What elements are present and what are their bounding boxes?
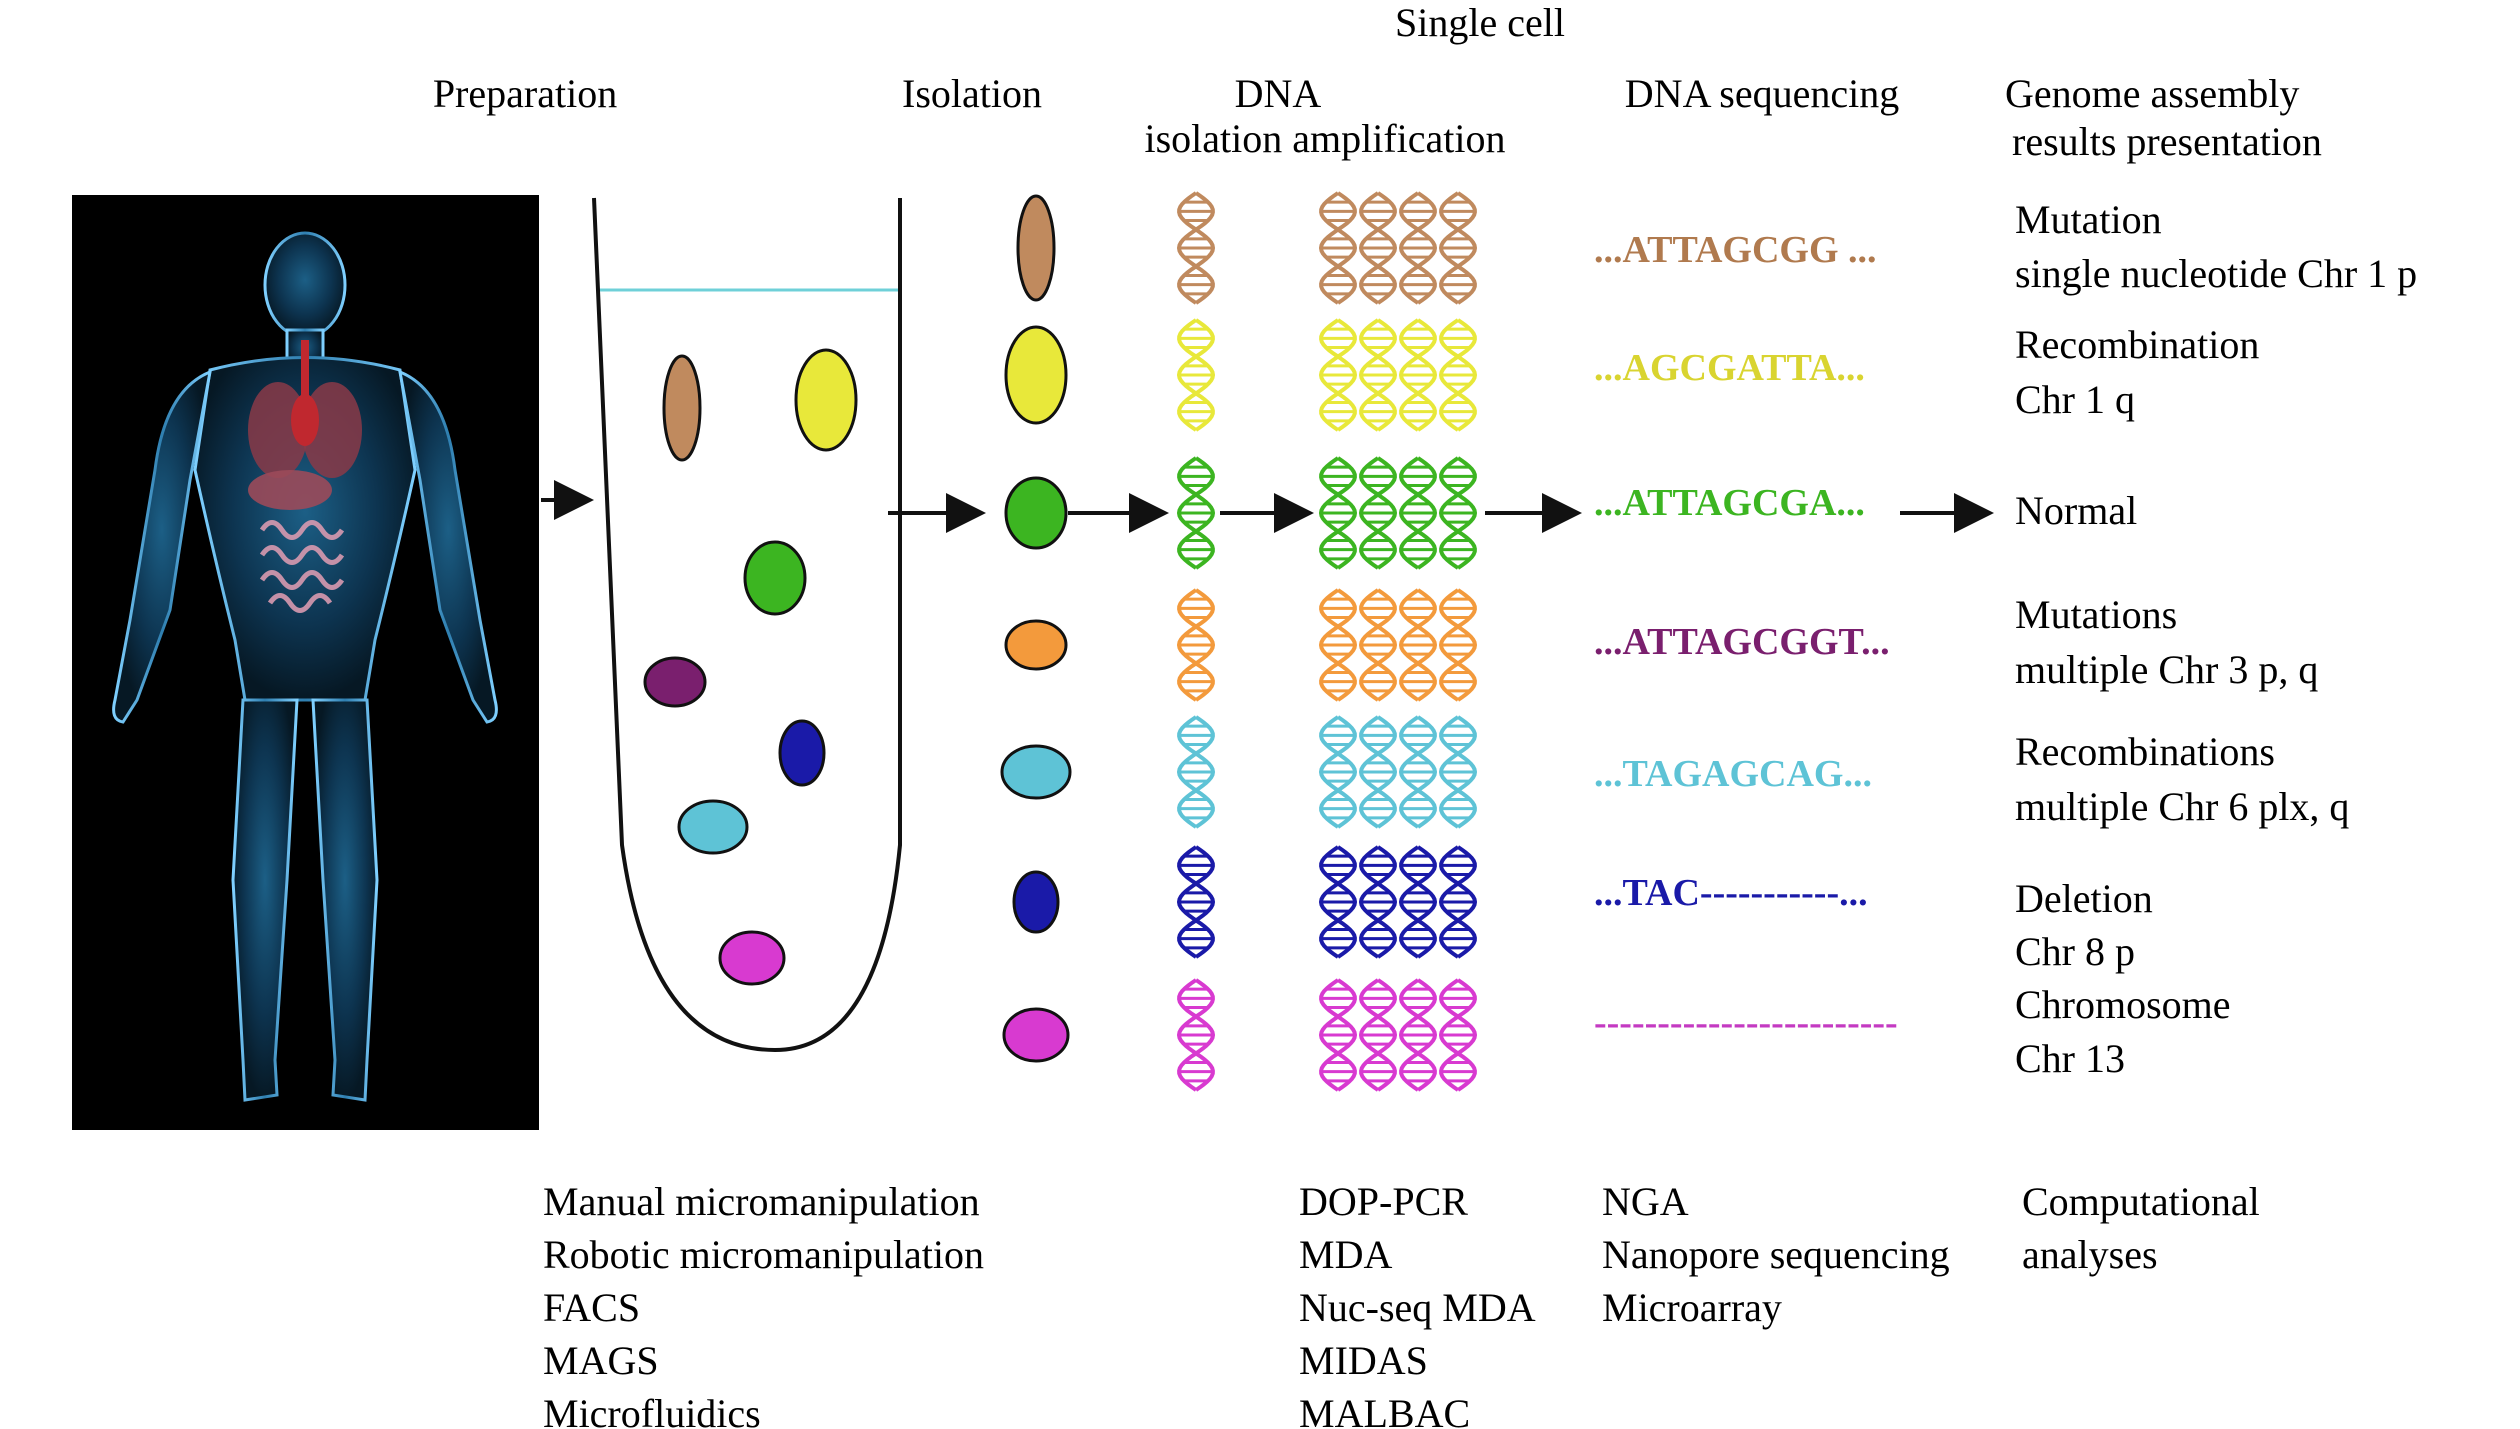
row-0: ...ATTAGCGG ... Mutation single nucleotide… (1016, 191, 2417, 305)
isolation-method: Manual micromanipulation (543, 1179, 980, 1224)
header-preparation: Preparation (433, 71, 617, 116)
header-isolation: Isolation (902, 71, 1042, 116)
dna-helix-amplified (1318, 715, 1478, 829)
result-detail: Chr 8 p (2015, 929, 2135, 974)
result-title: Mutation (2015, 197, 2162, 242)
dna-helix-single (1176, 318, 1216, 432)
row-3: ...ATTAGCGGT... Mutations multiple Chr 3 p… (1004, 588, 2318, 702)
dna-helix-amplified (1318, 191, 1478, 305)
isolated-cell (1004, 476, 1068, 550)
sequencing-method: Nanopore sequencing (1602, 1232, 1950, 1277)
result-detail: multiple Chr 3 p, q (2015, 647, 2318, 692)
result-detail: Chr 13 (2015, 1036, 2125, 1081)
dna-helix-single (1176, 715, 1216, 829)
dna-helix-amplified (1318, 318, 1478, 432)
dna-helix-amplified (1318, 845, 1478, 959)
header-dna-sub: isolation amplification (1144, 116, 1505, 161)
dna-helix-amplified (1318, 588, 1478, 702)
human-body-image (72, 195, 539, 1130)
result-title: Normal (2015, 488, 2137, 533)
tube-cell (778, 719, 826, 787)
dna-helix-single (1176, 456, 1216, 570)
tube-cell (643, 656, 707, 708)
sequence-text: ...ATTAGCGGT... (1594, 621, 1890, 663)
result-detail: single nucleotide Chr 1 p (2015, 251, 2417, 296)
tube-cell (794, 348, 858, 452)
isolated-cell (1000, 744, 1072, 800)
top-title: Single cell (1395, 0, 1565, 45)
amplification-method: MALBAC (1299, 1391, 1470, 1429)
isolation-method: MAGS (543, 1338, 659, 1383)
header-assembly-sub: results presentation (2012, 119, 2322, 164)
isolation-method: FACS (543, 1285, 640, 1330)
dna-helix-single (1176, 191, 1216, 305)
sequence-text: ...ATTAGCGA... (1594, 482, 1865, 524)
dna-helix-single (1176, 588, 1216, 702)
row-2: ...ATTAGCGA... Normal (1004, 456, 2137, 570)
isolated-cell (1012, 870, 1060, 934)
dna-helix-amplified (1318, 978, 1478, 1092)
row-4: ...TAGAGCAG... Recombinations multiple Chr… (1000, 715, 2349, 829)
result-detail: multiple Chr 6 plx, q (2015, 784, 2349, 829)
isolation-methods-list: Manual micromanipulation Robotic microma… (543, 1179, 984, 1429)
sequencing-method: Microarray (1602, 1285, 1782, 1330)
isolated-cell (1004, 325, 1068, 425)
sequence-text: ...TAC-----------... (1594, 872, 1868, 914)
tube-cell (743, 540, 807, 616)
header-sequencing: DNA sequencing (1625, 71, 1899, 116)
isolation-method: Microfluidics (543, 1391, 761, 1429)
analysis-methods-list: Computational analyses (2022, 1179, 2260, 1277)
dna-helix-single (1176, 978, 1216, 1092)
isolated-cell (1016, 194, 1056, 302)
dna-helix-amplified (1318, 456, 1478, 570)
sequence-text: ...TAGAGCAG... (1594, 753, 1872, 795)
dna-helix-single (1176, 845, 1216, 959)
cell-suspension-tube (592, 197, 902, 1053)
header-assembly: Genome assembly (2005, 71, 2299, 116)
sequence-text: ...ATTAGCGG ... (1594, 229, 1877, 271)
isolated-cell (1004, 619, 1068, 671)
header-dna: DNA (1235, 71, 1322, 116)
amplification-method: MIDAS (1299, 1338, 1428, 1383)
sequencing-method: NGA (1602, 1179, 1689, 1224)
amplification-method: MDA (1299, 1232, 1392, 1277)
amplification-method: Nuc-seq MDA (1299, 1285, 1536, 1330)
tube-cells (643, 348, 858, 986)
sequence-text: ...AGCGATTA... (1594, 347, 1865, 389)
analysis-method: analyses (2022, 1232, 2158, 1277)
isolated-cell (1002, 1007, 1070, 1063)
isolation-method: Robotic micromanipulation (543, 1232, 984, 1277)
result-title: Deletion (2015, 876, 2153, 921)
result-detail: Chr 1 q (2015, 377, 2135, 422)
result-title: Recombination (2015, 322, 2259, 367)
result-title: Mutations (2015, 592, 2177, 637)
sequence-text: ------------------------ (1594, 1002, 1898, 1044)
sequencing-methods-list: NGA Nanopore sequencing Microarray (1602, 1179, 1950, 1330)
analysis-method: Computational (2022, 1179, 2260, 1224)
amplification-methods-list: DOP-PCR MDA Nuc-seq MDA MIDAS MALBAC (1299, 1179, 1536, 1429)
result-title: Recombinations (2015, 729, 2275, 774)
result-title: Chromosome (2015, 982, 2231, 1027)
tube-cell (677, 799, 749, 855)
amplification-method: DOP-PCR (1299, 1179, 1468, 1224)
tube-cell (662, 354, 702, 462)
tube-cell (718, 930, 786, 986)
